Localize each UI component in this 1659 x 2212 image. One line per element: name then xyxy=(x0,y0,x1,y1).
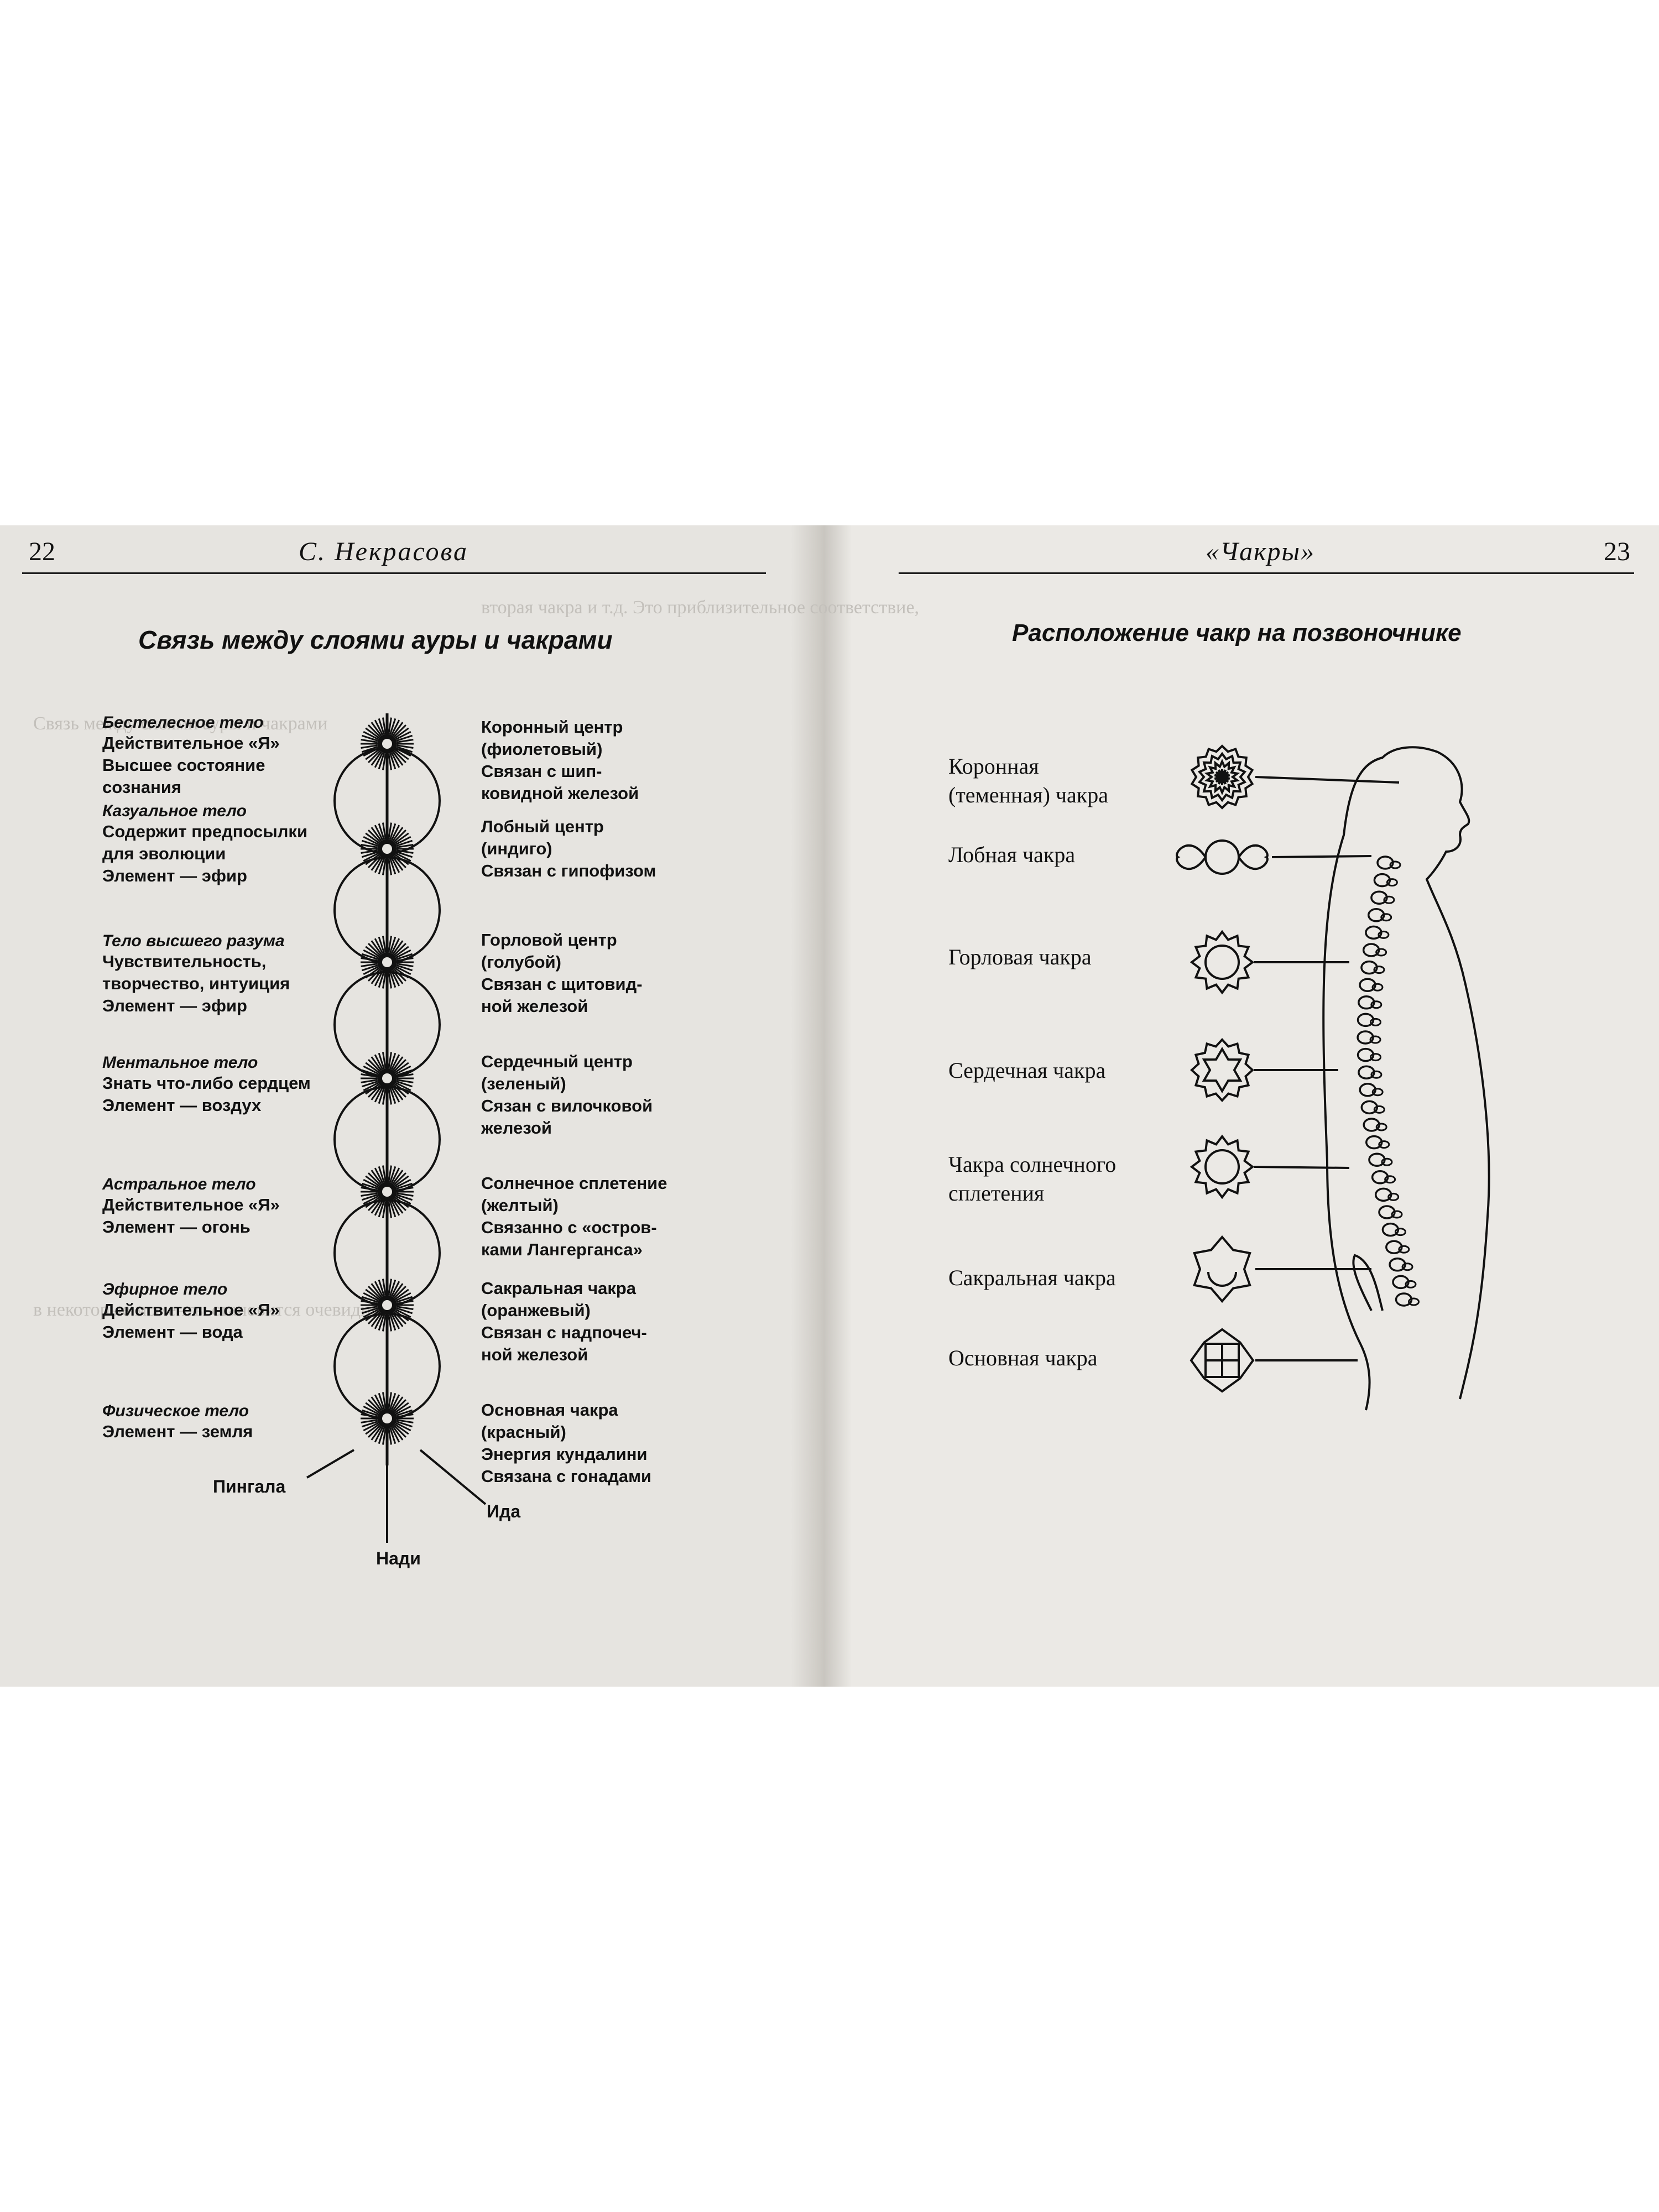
leader-line xyxy=(1255,777,1399,782)
star-icon xyxy=(1192,1136,1253,1197)
human-silhouette xyxy=(1323,747,1489,1410)
star-icon xyxy=(1192,932,1253,993)
spine-chakra-diagram xyxy=(0,525,1659,1687)
spine-column xyxy=(1358,857,1418,1306)
leader-line xyxy=(1272,856,1371,857)
hexagram-icon xyxy=(1192,1040,1253,1100)
book-spread: вторая чакра и т.д. Это приблизительное … xyxy=(0,525,1659,1687)
leader-line xyxy=(1254,1167,1349,1168)
crescent-icon xyxy=(1194,1237,1250,1301)
ajna-icon xyxy=(1177,841,1267,874)
square-icon xyxy=(1191,1329,1253,1391)
lotus-icon xyxy=(1192,746,1252,808)
